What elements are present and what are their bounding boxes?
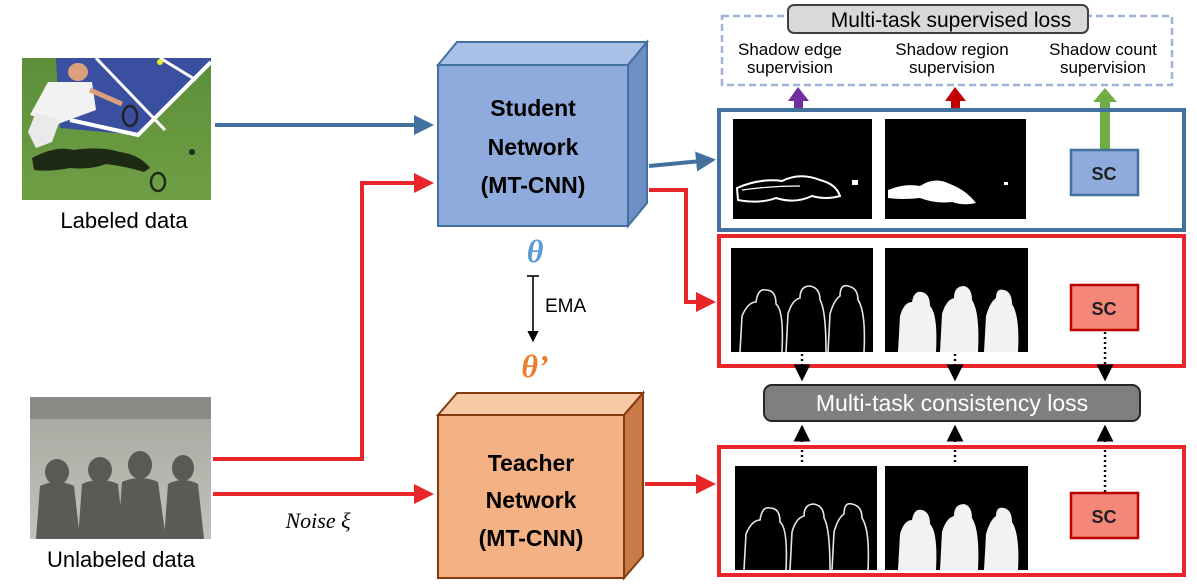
student-count-sc-label: SC xyxy=(1091,299,1116,319)
count-supervision-up-arrow xyxy=(1093,88,1117,149)
student-count-sc-box xyxy=(1069,283,1140,332)
student-region-map xyxy=(885,248,1028,352)
student-labeled-output-panel xyxy=(717,108,1186,232)
student-title-line1: Student xyxy=(490,95,576,121)
shadow-count-supervision-line1: Shadow count xyxy=(1049,40,1157,59)
teacher-count-sc-label: SC xyxy=(1091,507,1116,527)
student-edge-map xyxy=(731,248,873,353)
teacher-region-map xyxy=(885,466,1028,570)
unlabeled-image xyxy=(30,397,211,539)
labeled-count-sc-label: SC xyxy=(1091,164,1116,184)
shadow-edge-supervision-line1: Shadow edge xyxy=(738,40,842,59)
unlabeled-to-student-arrow xyxy=(213,173,434,461)
teacher-count-sc-box xyxy=(1069,491,1140,540)
student-title-line3: (MT-CNN) xyxy=(481,172,586,198)
consistency-loss-title: Multi-task consistency loss xyxy=(816,390,1088,416)
teacher-output-panel xyxy=(717,445,1186,577)
student-to-supervised-output-arrow xyxy=(648,151,716,172)
region-supervision-up-arrow xyxy=(945,87,966,112)
noise-label: Noise ξ xyxy=(284,508,351,533)
student-title-line2: Network xyxy=(488,134,579,160)
student-to-unlabeled-output-arrow xyxy=(649,188,716,312)
student-param-symbol: θ xyxy=(527,233,544,269)
consistency-loss-box xyxy=(763,384,1141,422)
shadow-region-supervision-line2: supervision xyxy=(909,58,995,77)
labeled-count-sc-box xyxy=(1069,148,1140,197)
teacher-title-line2: Network xyxy=(486,487,577,513)
labeled-edge-map xyxy=(733,119,872,219)
teacher-title-line1: Teacher xyxy=(488,450,575,476)
student-network xyxy=(435,39,650,229)
edge-supervision-up-arrow xyxy=(788,87,809,112)
unlabeled-data-caption: Unlabeled data xyxy=(47,547,196,572)
teacher-network xyxy=(435,390,646,581)
labeled-image xyxy=(22,56,213,200)
ema-label: EMA xyxy=(545,296,587,317)
labeled-data-caption: Labeled data xyxy=(60,208,188,233)
supervised-loss-title-box xyxy=(787,4,1089,34)
shadow-count-supervision-line2: supervision xyxy=(1060,58,1146,77)
teacher-param-symbol: θ’ xyxy=(521,348,548,384)
supervised-loss-title: Multi-task supervised loss xyxy=(831,9,1071,32)
teacher-edge-map xyxy=(735,466,877,571)
teacher-title-line3: (MT-CNN) xyxy=(479,525,584,551)
shadow-region-supervision-line1: Shadow region xyxy=(895,40,1008,59)
shadow-edge-supervision-line2: supervision xyxy=(747,58,833,77)
labeled-region-map xyxy=(885,119,1026,219)
